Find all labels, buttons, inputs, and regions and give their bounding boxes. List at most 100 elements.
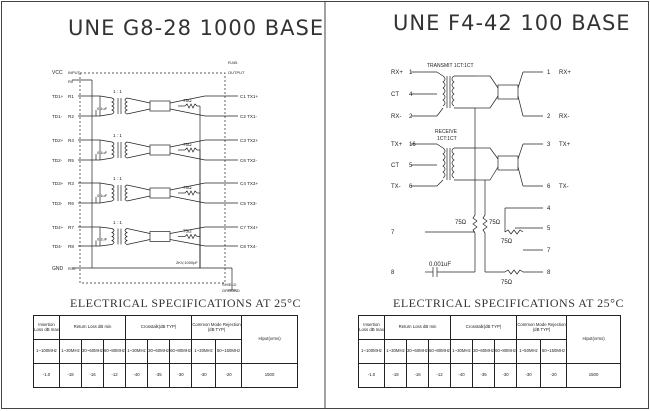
range-cell: 60~80MHz: [102, 339, 127, 364]
res-label: 75Ω: [183, 229, 192, 234]
value-cell: -40: [125, 363, 149, 388]
left-pin-label: TD3+: [52, 181, 64, 186]
right-pin-label: C2 TX1-: [240, 114, 257, 119]
value-cell: -1.0: [33, 363, 60, 388]
right-pin-number: 4: [547, 206, 551, 212]
left-r-label: R4: [68, 138, 74, 143]
right-pin-name: RX-: [559, 114, 569, 120]
right-schematic: TRANSMIT 1CT:1CT RECEIVE 1CT:1CT 75Ω 75Ω…: [391, 63, 571, 286]
value-cell: 1500: [566, 363, 622, 388]
vcc-label: VCC: [52, 70, 63, 76]
cap-label: 0.001uF: [429, 262, 451, 268]
res-label-3: 75Ω: [501, 239, 513, 245]
range-cell: 1~50MHz: [516, 339, 542, 364]
r0-label: R0: [68, 79, 74, 84]
value-cell: -20: [540, 363, 568, 388]
cap-label: 2KV,1000pF: [176, 260, 198, 265]
transmit-label: TRANSMIT 1CT:1CT: [427, 63, 474, 69]
value-cell: -30: [494, 363, 518, 388]
range-cell: 1~30MHz: [125, 339, 149, 364]
right-pin-name: TX-: [559, 184, 569, 190]
header-return: Return Loss dB min: [383, 315, 452, 340]
channel-transformer: [95, 139, 206, 268]
ratio-label: 1 : 1: [113, 89, 122, 94]
r10-label: R10: [68, 266, 76, 271]
range-cell: 60~80MHz: [494, 339, 518, 364]
value-cell: -35: [147, 363, 171, 388]
rj45-label: RJ45: [228, 60, 238, 65]
range-cell: 30~60MHz: [81, 339, 104, 364]
right-pin-label: C7 TX4+: [240, 225, 258, 230]
cap-small-label: 0.1uF: [97, 150, 108, 155]
res-label-1: 75Ω: [455, 220, 467, 226]
value-cell: -18: [384, 363, 407, 388]
range-cell: 30~60MHz: [406, 339, 429, 364]
value-cell: -1.0: [358, 363, 385, 388]
gnd-label: GND: [52, 266, 64, 272]
input-label: INPUT: [68, 70, 81, 75]
left-r-label: R6: [68, 201, 74, 206]
header-insertion: Insertion Loss dB max: [358, 315, 385, 340]
left-r-label: R7: [68, 225, 74, 230]
left-r-label: R8: [68, 244, 74, 249]
right-pin-number: 7: [547, 248, 551, 254]
channel-transformer: [95, 95, 206, 268]
res-label: 75Ω: [183, 98, 192, 103]
left-title: UNE G8-28 1000 BASE: [68, 16, 325, 40]
right-spec-title: ELECTRICAL SPECIFICATIONS AT 25°C: [393, 296, 624, 310]
range-cell: 1~100MHz: [33, 339, 60, 364]
header-hipot: Hipot(vrms): [241, 315, 299, 364]
res-label-2: 75Ω: [489, 220, 501, 226]
value-cell: -40: [450, 363, 474, 388]
left-pin-name: TX-: [391, 184, 401, 190]
left-pin-label: TD2-: [52, 158, 63, 163]
left-pin-number: 2: [409, 114, 413, 120]
header-insertion: Insertion Loss dB max: [33, 315, 60, 340]
value-cell: -18: [59, 363, 82, 388]
left-pin-label: TD4-: [52, 244, 63, 249]
shield-label: SHIELD: [222, 282, 237, 287]
value-cell: -16: [81, 363, 104, 388]
res-label: 75Ω: [183, 142, 192, 147]
range-cell: 1~100MHz: [358, 339, 385, 364]
value-cell: -35: [472, 363, 496, 388]
value-cell: -16: [406, 363, 429, 388]
cap-small-label: 0.1uF: [97, 106, 108, 111]
left-r-label: R5: [68, 158, 74, 163]
value-cell: -20: [215, 363, 243, 388]
ratio-label: 1 : 1: [113, 133, 122, 138]
receive-label: RECEIVE: [435, 129, 458, 135]
header-crosstalk: Crosstalk(dB TYP): [450, 315, 518, 340]
left-pin-label: TD4+: [52, 225, 64, 230]
ground-label: GROUND: [222, 288, 240, 293]
right-pin-number: 5: [547, 226, 551, 232]
cap-small-label: 0.1uF: [97, 237, 108, 242]
header-hipot: Hipot(vrms): [566, 315, 622, 364]
header-common: Common Mode Rejection (dB TYP): [191, 315, 243, 340]
receive-ratio-label: 1CT:1CT: [437, 136, 457, 142]
left-pin-name: CT: [391, 163, 399, 169]
value-cell: -12: [102, 363, 127, 388]
res-label-4: 75Ω: [501, 280, 513, 286]
ratio-label: 1 : 1: [113, 220, 122, 225]
range-cell: 50~150MHz: [540, 339, 568, 364]
right-pin-label: C1 TX1+: [240, 94, 258, 99]
left-r-label: R3: [68, 181, 74, 186]
left-pin-label: TD3-: [52, 201, 63, 206]
right-pin-label: C3 TX2+: [240, 138, 258, 143]
range-cell: 50~150MHz: [215, 339, 243, 364]
left-pin-name: RX+: [391, 70, 403, 76]
left-r-label: R2: [68, 114, 74, 119]
value-cell: -30: [191, 363, 217, 388]
range-cell: 1~30MHz: [384, 339, 407, 364]
left-r-label: R1: [68, 94, 74, 99]
value-cell: -30: [516, 363, 542, 388]
left-pin-label: TD2+: [52, 138, 64, 143]
left-pin-label: TD1+: [52, 94, 64, 99]
range-cell: 1~30MHz: [59, 339, 82, 364]
header-crosstalk: Crosstalk(dB TYP): [125, 315, 193, 340]
value-cell: -30: [169, 363, 193, 388]
left-pin-number: 4: [409, 92, 413, 98]
range-cell: 60~80MHz: [169, 339, 193, 364]
